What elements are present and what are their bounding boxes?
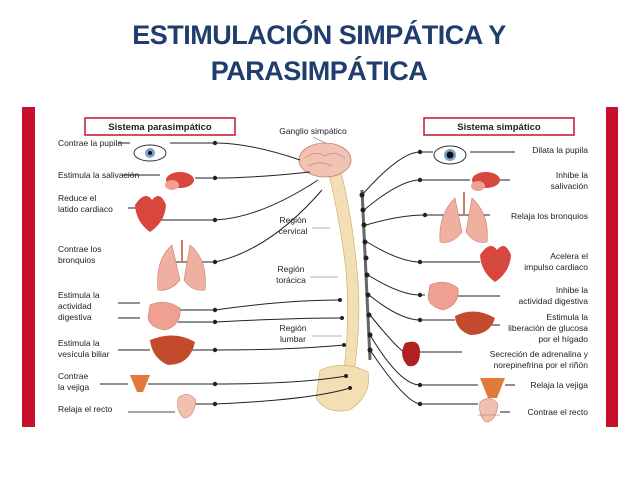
symp-label-bladder-1: Relaja la vejiga — [530, 380, 588, 390]
sympathetic-organs — [402, 145, 511, 423]
para-label-bronchi-1: Contrae los — [58, 244, 101, 254]
thoracic-region-label-2: torácica — [276, 275, 306, 285]
salivary-gland-icon-left — [165, 172, 194, 190]
eye-icon-right — [433, 145, 467, 165]
liver-icon-right — [455, 311, 495, 335]
lungs-icon-left — [157, 240, 206, 291]
right-red-bar — [606, 107, 618, 427]
parasympathetic-nerves — [100, 142, 351, 413]
symp-label-liver-3: por el hígado — [538, 334, 588, 344]
para-label-heart-1: Reduce el — [58, 193, 96, 203]
para-label-salivation-1: Estimula la salivación — [58, 170, 140, 180]
rectum-icon-left — [177, 394, 197, 419]
heart-icon-left — [135, 196, 166, 232]
ganglion-label: Ganglio simpático — [279, 126, 347, 136]
bladder-icon-right — [480, 378, 505, 398]
para-label-digestion-1: Estimula la — [58, 290, 100, 300]
liver-icon-left — [150, 335, 195, 365]
lumbar-region-label-1: Región — [280, 323, 307, 333]
symp-label-digestion-1: Inhibe la — [556, 285, 588, 295]
thoracic-region-label-1: Región — [278, 264, 305, 274]
para-label-bladder-1: Contrae — [58, 371, 89, 381]
parasympathetic-labels: Contrae la pupila Estimula la salivación… — [58, 138, 140, 414]
sympathetic-header: Sistema simpático — [457, 122, 541, 133]
para-label-pupil-1: Contrae la pupila — [58, 138, 123, 148]
sympathetic-labels: Dilata la pupila Inhibe la salivación Re… — [490, 145, 589, 417]
parasympathetic-organs — [130, 144, 206, 419]
para-label-digestion-3: digestiva — [58, 312, 92, 322]
ganglion-dots — [212, 140, 428, 407]
eye-icon-left — [133, 144, 167, 162]
salivary-gland-icon-right — [471, 172, 500, 191]
label-leaders — [128, 261, 505, 416]
lungs-icon-right — [439, 192, 488, 243]
lumbar-region-label-2: lumbar — [280, 334, 306, 344]
para-label-bladder-2: la vejiga — [58, 382, 89, 392]
para-label-gallbladder-1: Estimula la — [58, 338, 100, 348]
symp-label-heart-2: impulso cardiaco — [524, 262, 588, 272]
symp-label-pupil-1: Dilata la pupila — [532, 145, 588, 155]
symp-label-rectum-1: Contrae el recto — [528, 407, 589, 417]
symp-label-liver-2: liberación de glucosa — [508, 323, 588, 333]
symp-label-bronchi-1: Relaja los bronquios — [511, 211, 588, 221]
sympathetic-header-box — [423, 117, 575, 136]
symp-label-kidney-1: Secreción de adrenalina y — [490, 349, 589, 359]
sacrum — [315, 365, 369, 412]
kidney-icon-right — [402, 341, 420, 367]
para-label-bronchi-2: bronquios — [58, 255, 95, 265]
parasympathetic-header: Sistema parasimpático — [108, 122, 212, 133]
cervical-region-label-2: cervical — [279, 226, 308, 236]
symp-label-kidney-2: norepinefrina por el riñón — [493, 360, 588, 370]
symp-label-heart-1: Acelera el — [550, 251, 588, 261]
symp-label-salivation-1: Inhibe la — [556, 170, 588, 180]
rectum-icon-right — [479, 398, 499, 423]
bladder-icon-left — [130, 375, 150, 392]
stomach-icon-right — [427, 281, 459, 311]
parasympathetic-header-box — [84, 117, 236, 136]
para-label-heart-2: latido cardiaco — [58, 204, 113, 214]
symp-label-digestion-2: actividad digestiva — [519, 296, 589, 306]
stomach-icon-left — [147, 301, 181, 331]
left-red-bar — [22, 107, 35, 427]
brain-folds — [304, 153, 346, 167]
slide-title-line1: ESTIMULACIÓN SIMPÁTICA Y — [132, 20, 506, 50]
symp-label-salivation-2: salivación — [551, 181, 589, 191]
symp-label-liver-1: Estimula la — [546, 312, 588, 322]
heart-icon-right — [480, 246, 511, 282]
para-label-digestion-2: actividad — [58, 301, 92, 311]
para-label-gallbladder-2: vesícula biliar — [58, 349, 110, 359]
para-label-rectum-1: Relaja el recto — [58, 404, 113, 414]
slide-title-line2: PARASIMPÁTICA — [210, 56, 428, 86]
